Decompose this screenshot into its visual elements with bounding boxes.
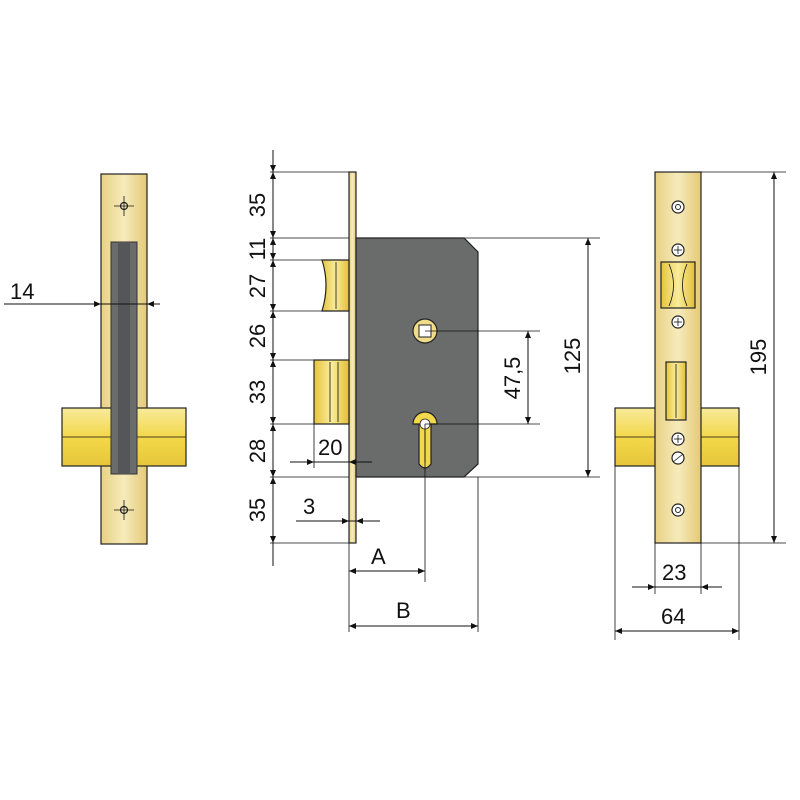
front-latch-opening — [660, 261, 696, 309]
side-view: 35 11 27 26 33 28 35 20 3 47,5 125 A — [245, 150, 600, 632]
left-top-screw-icon — [114, 196, 134, 216]
dim-backset-label: A — [371, 544, 386, 569]
dim-upper-gap: 11 — [245, 238, 270, 261]
dim-bolt-to-cylinder: 28 — [245, 439, 270, 463]
dim-case-height: 125 — [560, 338, 585, 375]
front-screw-1-icon — [671, 200, 685, 214]
front-faceplate — [654, 171, 702, 544]
dim-follower-to-cylinder: 47,5 — [500, 357, 525, 400]
dim-latch-to-follower: 26 — [245, 324, 270, 348]
dim-bolt-throw: 20 — [318, 435, 342, 460]
front-view: 195 23 64 — [614, 171, 786, 640]
dim-latch-height: 27 — [245, 274, 270, 298]
front-screw-2-icon — [671, 243, 685, 257]
front-cylinder-screw-icon — [671, 451, 685, 465]
front-screw-3-icon — [671, 315, 685, 329]
front-screw-6-icon — [671, 503, 685, 517]
dim-front-width: 64 — [661, 604, 685, 629]
dim-front-height: 195 — [746, 339, 771, 376]
latch-bolt — [321, 259, 350, 312]
left-edge-view: 14 — [4, 173, 187, 545]
dead-bolt — [313, 359, 350, 425]
dim-case-depth-label: B — [396, 598, 411, 623]
front-screw-4-icon — [671, 432, 685, 446]
lock-case — [355, 237, 479, 478]
dim-strike-width: 23 — [662, 560, 686, 585]
dim-face-width: 14 — [10, 279, 34, 304]
left-bottom-screw-icon — [114, 500, 134, 520]
dim-plate-thickness: 3 — [303, 494, 315, 519]
dim-bottom-margin: 35 — [245, 498, 270, 522]
dim-top-margin: 35 — [245, 193, 270, 217]
dim-bolt-height: 33 — [245, 380, 270, 404]
side-faceplate — [348, 171, 357, 544]
